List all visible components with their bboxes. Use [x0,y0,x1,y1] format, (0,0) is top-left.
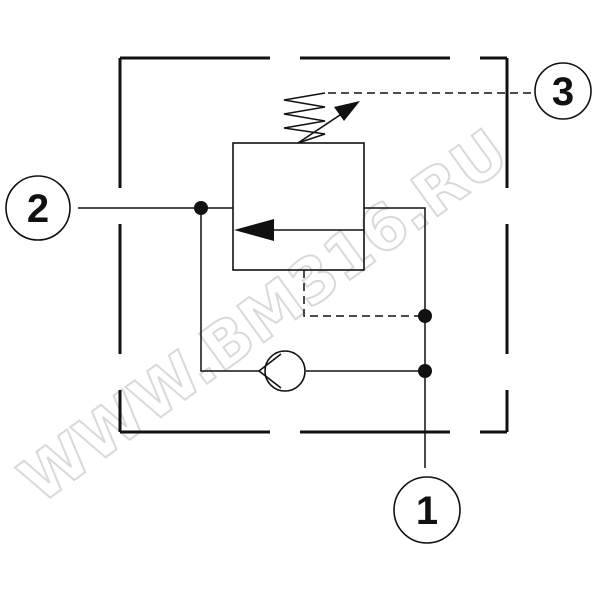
port-3-label: 3 [552,70,574,114]
valve-envelope [118,56,509,434]
port-2-marker: 2 [5,175,71,241]
port-1-marker: 1 [393,476,461,544]
pilot-line-internal [303,270,425,317]
watermark: WWW.BM316.RU [5,114,522,518]
adjust-arrowhead [334,101,360,121]
junction-dot [194,201,208,215]
adjustable-spring [283,92,360,144]
watermark-text: WWW.BM316.RU [6,115,521,517]
flow-arrowhead [234,219,274,241]
junctions [194,201,432,378]
line-node-to-check-valve [200,208,260,372]
valve-spool-box [232,142,365,271]
port-2-label: 2 [27,187,49,231]
spring-coil [283,92,326,144]
check-valve-seat [257,353,282,389]
port-2-circle [5,175,71,241]
port-1-circle [393,476,461,544]
junction-dot [418,364,432,378]
flow-lines [78,207,426,468]
check-valve-ball [264,350,306,392]
port-markers: 2 3 1 [5,62,592,544]
line-box-to-port-1 [364,207,426,468]
port-3-circle [534,62,592,120]
junction-dot [418,309,432,323]
check-valve [257,350,306,392]
port-1-label: 1 [416,489,438,533]
port-3-marker: 3 [534,62,592,120]
flow-arrow [234,219,364,241]
